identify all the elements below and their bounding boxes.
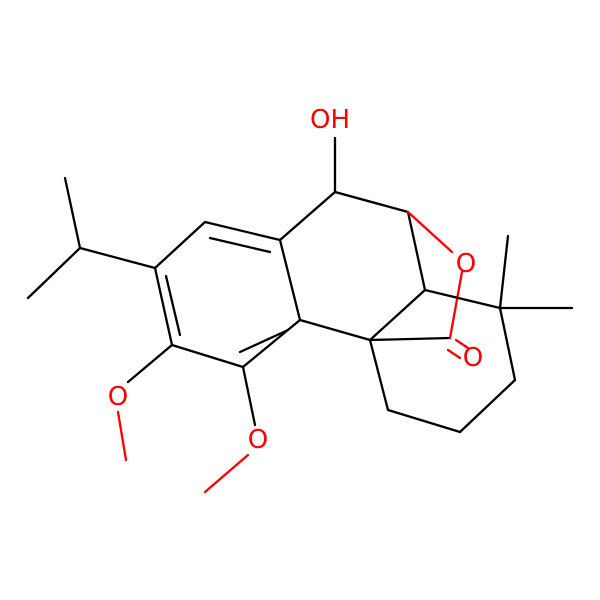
- bond: [368, 336, 452, 342]
- lactone-oxygen-label: O: [456, 249, 476, 279]
- bond: [278, 190, 337, 242]
- bond: [238, 328, 290, 354]
- bond: [241, 318, 302, 369]
- bridged-ring: [278, 136, 454, 342]
- bond: [164, 274, 182, 337]
- bond: [368, 338, 390, 412]
- bond: [78, 246, 157, 270]
- bond: [116, 410, 128, 462]
- bond: [241, 365, 257, 427]
- bond: [454, 338, 470, 350]
- bond: [406, 210, 427, 292]
- lactone-carbonyl: [368, 270, 470, 360]
- isopropyl-group: [26, 176, 157, 300]
- bond: [448, 270, 464, 340]
- bond: [26, 246, 82, 300]
- bond: [458, 378, 517, 434]
- bond: [153, 266, 174, 347]
- cyclohexane-ring: [368, 234, 574, 434]
- bond: [153, 220, 207, 270]
- bond: [203, 453, 250, 494]
- bond: [170, 343, 245, 369]
- methoxy-groups: [116, 343, 257, 494]
- bond: [278, 238, 302, 322]
- bond: [298, 318, 372, 342]
- bond: [446, 348, 462, 360]
- hydroxyl-label: OH: [310, 105, 350, 135]
- carbonyl-oxygen-label: O: [463, 343, 483, 373]
- bond: [203, 220, 282, 242]
- bond: [498, 234, 510, 310]
- bond: [63, 176, 82, 250]
- bond: [406, 210, 454, 254]
- bond: [126, 343, 174, 384]
- bond: [386, 408, 462, 434]
- bond: [208, 236, 272, 254]
- bond: [333, 190, 410, 214]
- aromatic-ring: [153, 220, 302, 369]
- bond: [423, 288, 502, 310]
- methoxy-oxygen-label: O: [248, 425, 268, 455]
- bond: [368, 288, 427, 342]
- methoxy-oxygen-label: O: [108, 382, 128, 412]
- bond: [498, 306, 517, 382]
